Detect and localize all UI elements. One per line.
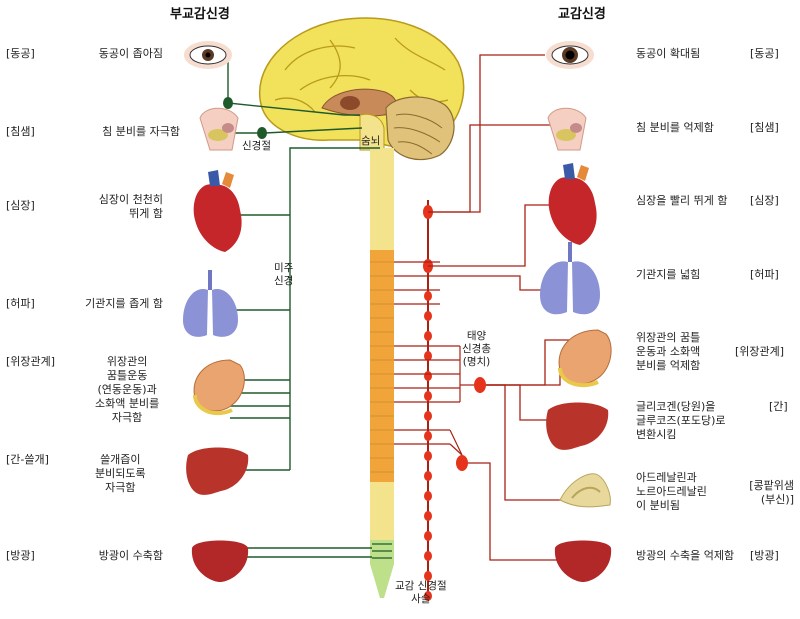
left-effect-heart: 심장이 천천히 뛰게 함 xyxy=(98,193,163,220)
liver-icon xyxy=(186,447,249,495)
sacral-outflow xyxy=(372,543,392,559)
right-category-bladder: [방광] xyxy=(750,549,779,562)
sympathetic-fibers xyxy=(428,54,590,561)
heart-icon xyxy=(548,163,597,245)
left-effect-liver: 쓸개즙이 분비되도록 자극함 xyxy=(95,453,146,494)
right-effect-bladder: 방광의 수축을 억제함 xyxy=(636,549,735,562)
left-category-lung: [허파] xyxy=(6,297,35,310)
bladder-icon xyxy=(554,540,612,582)
right-effect-adrenal: 아드레날린과 노르아드레날린 이 분비됨 xyxy=(636,471,707,512)
vagus-nerve-label: 미주 신경 xyxy=(274,262,294,287)
adrenal-gland-icon xyxy=(559,473,611,508)
left-effect-lung: 기관지를 좁게 함 xyxy=(85,297,163,310)
right-effect-pupil: 동공이 확대됨 xyxy=(636,47,701,60)
heart-icon xyxy=(193,170,242,252)
salivary-gland-icon xyxy=(199,107,239,151)
right-category-heart: [심장] xyxy=(750,194,779,207)
stomach-icon xyxy=(558,329,612,388)
left-category-bladder: [방광] xyxy=(6,549,35,562)
lung-icon xyxy=(540,242,600,315)
right-category-salivary: [침샘] xyxy=(750,121,779,134)
brain-icon xyxy=(258,17,465,161)
right-category-adrenal: [콩팥위샘 (부신)] xyxy=(749,479,794,506)
left-category-heart: [심장] xyxy=(6,199,35,212)
sympathetic-chain xyxy=(394,200,486,601)
parasympathetic-ganglia xyxy=(223,97,267,139)
spinal-cord xyxy=(370,148,394,598)
right-category-pupil: [동공] xyxy=(750,47,779,60)
salivary-gland-icon xyxy=(547,107,587,151)
left-category-salivary: [침샘] xyxy=(6,125,35,138)
left-effect-pupil: 동공이 좁아짐 xyxy=(98,47,163,60)
solar-plexus-label: 태양 신경총 (명치) xyxy=(462,330,491,368)
left-effect-gi: 위장관의 꿈틀운동 (연동운동)과 소화액 분비를 자극함 xyxy=(95,355,160,424)
left-category-liver: [간-쓸개] xyxy=(6,453,49,466)
parasympathetic-title: 부교감신경 xyxy=(170,7,230,22)
sympathetic-title: 교감신경 xyxy=(558,7,606,22)
stomach-icon xyxy=(193,359,245,416)
eye-icon xyxy=(184,41,232,69)
sympathetic-chain-label: 교감 신경절 사슬 xyxy=(395,580,447,605)
right-effect-lung: 기관지를 넓힘 xyxy=(636,268,701,281)
lung-icon xyxy=(183,270,238,337)
medulla-label: 숨뇌 xyxy=(361,135,381,147)
right-category-lung: [허파] xyxy=(750,268,779,281)
right-effect-heart: 심장을 빨리 뛰게 함 xyxy=(636,194,728,207)
right-category-liver: [간] xyxy=(769,400,788,413)
left-effect-salivary: 침 분비를 자극함 xyxy=(102,125,180,138)
right-effect-liver: 글리코겐(당원)을 글루코즈(포도당)로 변환시킴 xyxy=(636,400,726,441)
left-effect-bladder: 방광이 수축함 xyxy=(98,549,163,562)
left-category-pupil: [동공] xyxy=(6,47,35,60)
left-category-gi: [위장관계] xyxy=(6,355,56,368)
ganglion-label: 신경절 xyxy=(242,140,271,152)
bladder-icon xyxy=(191,540,249,582)
right-effect-salivary: 침 분비를 억제함 xyxy=(636,121,714,134)
eye-icon xyxy=(546,41,594,69)
liver-icon xyxy=(546,402,609,450)
right-category-gi: [위장관계] xyxy=(735,345,785,358)
right-effect-gi: 위장관의 꿈틀 운동과 소화액 분비를 억제함 xyxy=(636,331,701,372)
